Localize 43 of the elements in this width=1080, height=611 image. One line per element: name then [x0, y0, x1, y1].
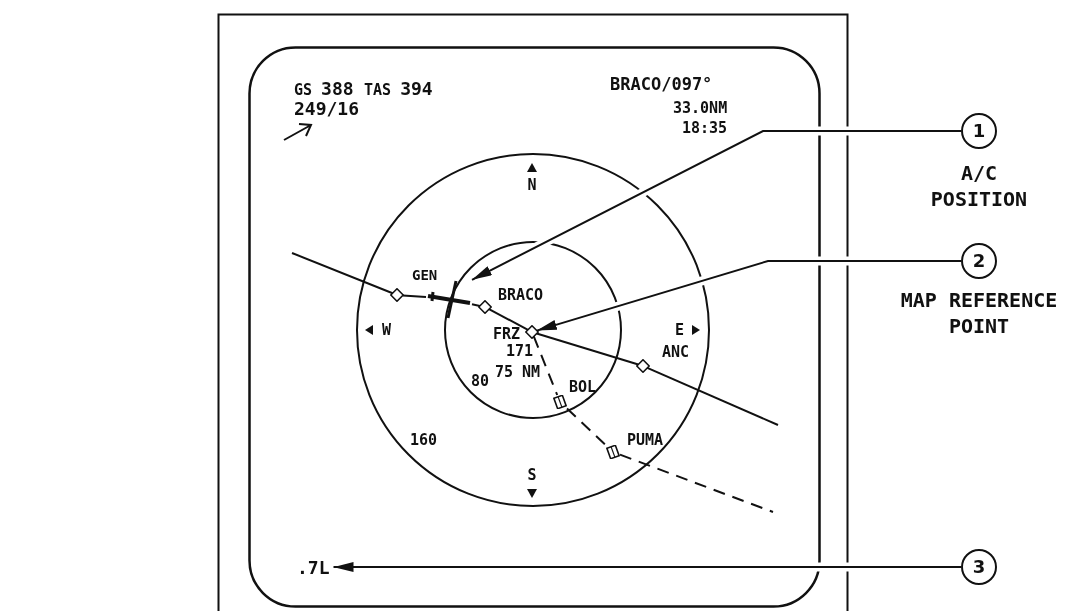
- leader-line: [535, 260, 962, 332]
- speed-readout: TAS 394: [364, 80, 433, 98]
- callout-label: A/C POSITION: [929, 160, 1029, 212]
- scale-readout: .7L: [297, 559, 334, 577]
- route-line: [401, 294, 427, 298]
- route-line: [471, 303, 481, 307]
- waypoint-icon: [525, 325, 539, 339]
- distance-readout: 33.0NM: [673, 101, 728, 116]
- compass-label: E: [675, 323, 685, 338]
- route-line: [535, 332, 640, 366]
- waypoint-icon: [478, 300, 492, 314]
- callout-number: 3: [961, 549, 997, 585]
- waypoint-icon: [390, 288, 404, 302]
- callout-number: 2: [961, 243, 997, 279]
- waypoint-label: FRZ: [493, 327, 521, 342]
- course-readout: 171: [506, 344, 534, 359]
- leader-line: [332, 562, 962, 572]
- callout-label: MAP REFERENCE POINT: [899, 287, 1059, 339]
- waypoint-label: BOL: [569, 380, 597, 395]
- range-label: 80: [471, 374, 490, 389]
- route-line: [619, 453, 774, 513]
- waypoint-label: BRACO: [498, 288, 544, 303]
- route-line: [566, 407, 607, 447]
- compass-label: N: [527, 178, 537, 193]
- route-line: [291, 252, 394, 295]
- waypoint-label: GEN: [412, 268, 438, 282]
- aircraft-icon: [426, 279, 472, 320]
- speed-readout: GS 388: [294, 80, 354, 98]
- time-readout: 18:35: [682, 121, 728, 136]
- compass-label: S: [527, 468, 537, 483]
- wind-readout: 249/16: [294, 100, 360, 118]
- distance-readout: 75 NM: [495, 365, 541, 380]
- range-label: 160: [410, 433, 438, 448]
- compass-label: W: [382, 323, 392, 338]
- waypoint-icon: [636, 359, 650, 373]
- waypoint-label: PUMA: [627, 433, 664, 448]
- waypoint-label: ANC: [662, 345, 690, 360]
- leader-line: [471, 130, 962, 281]
- route-line: [646, 366, 779, 426]
- route-line: [488, 308, 529, 331]
- callout-number: 1: [961, 113, 997, 149]
- route-line: [532, 335, 559, 396]
- waypoint-readout: BRACO/097°: [610, 76, 713, 93]
